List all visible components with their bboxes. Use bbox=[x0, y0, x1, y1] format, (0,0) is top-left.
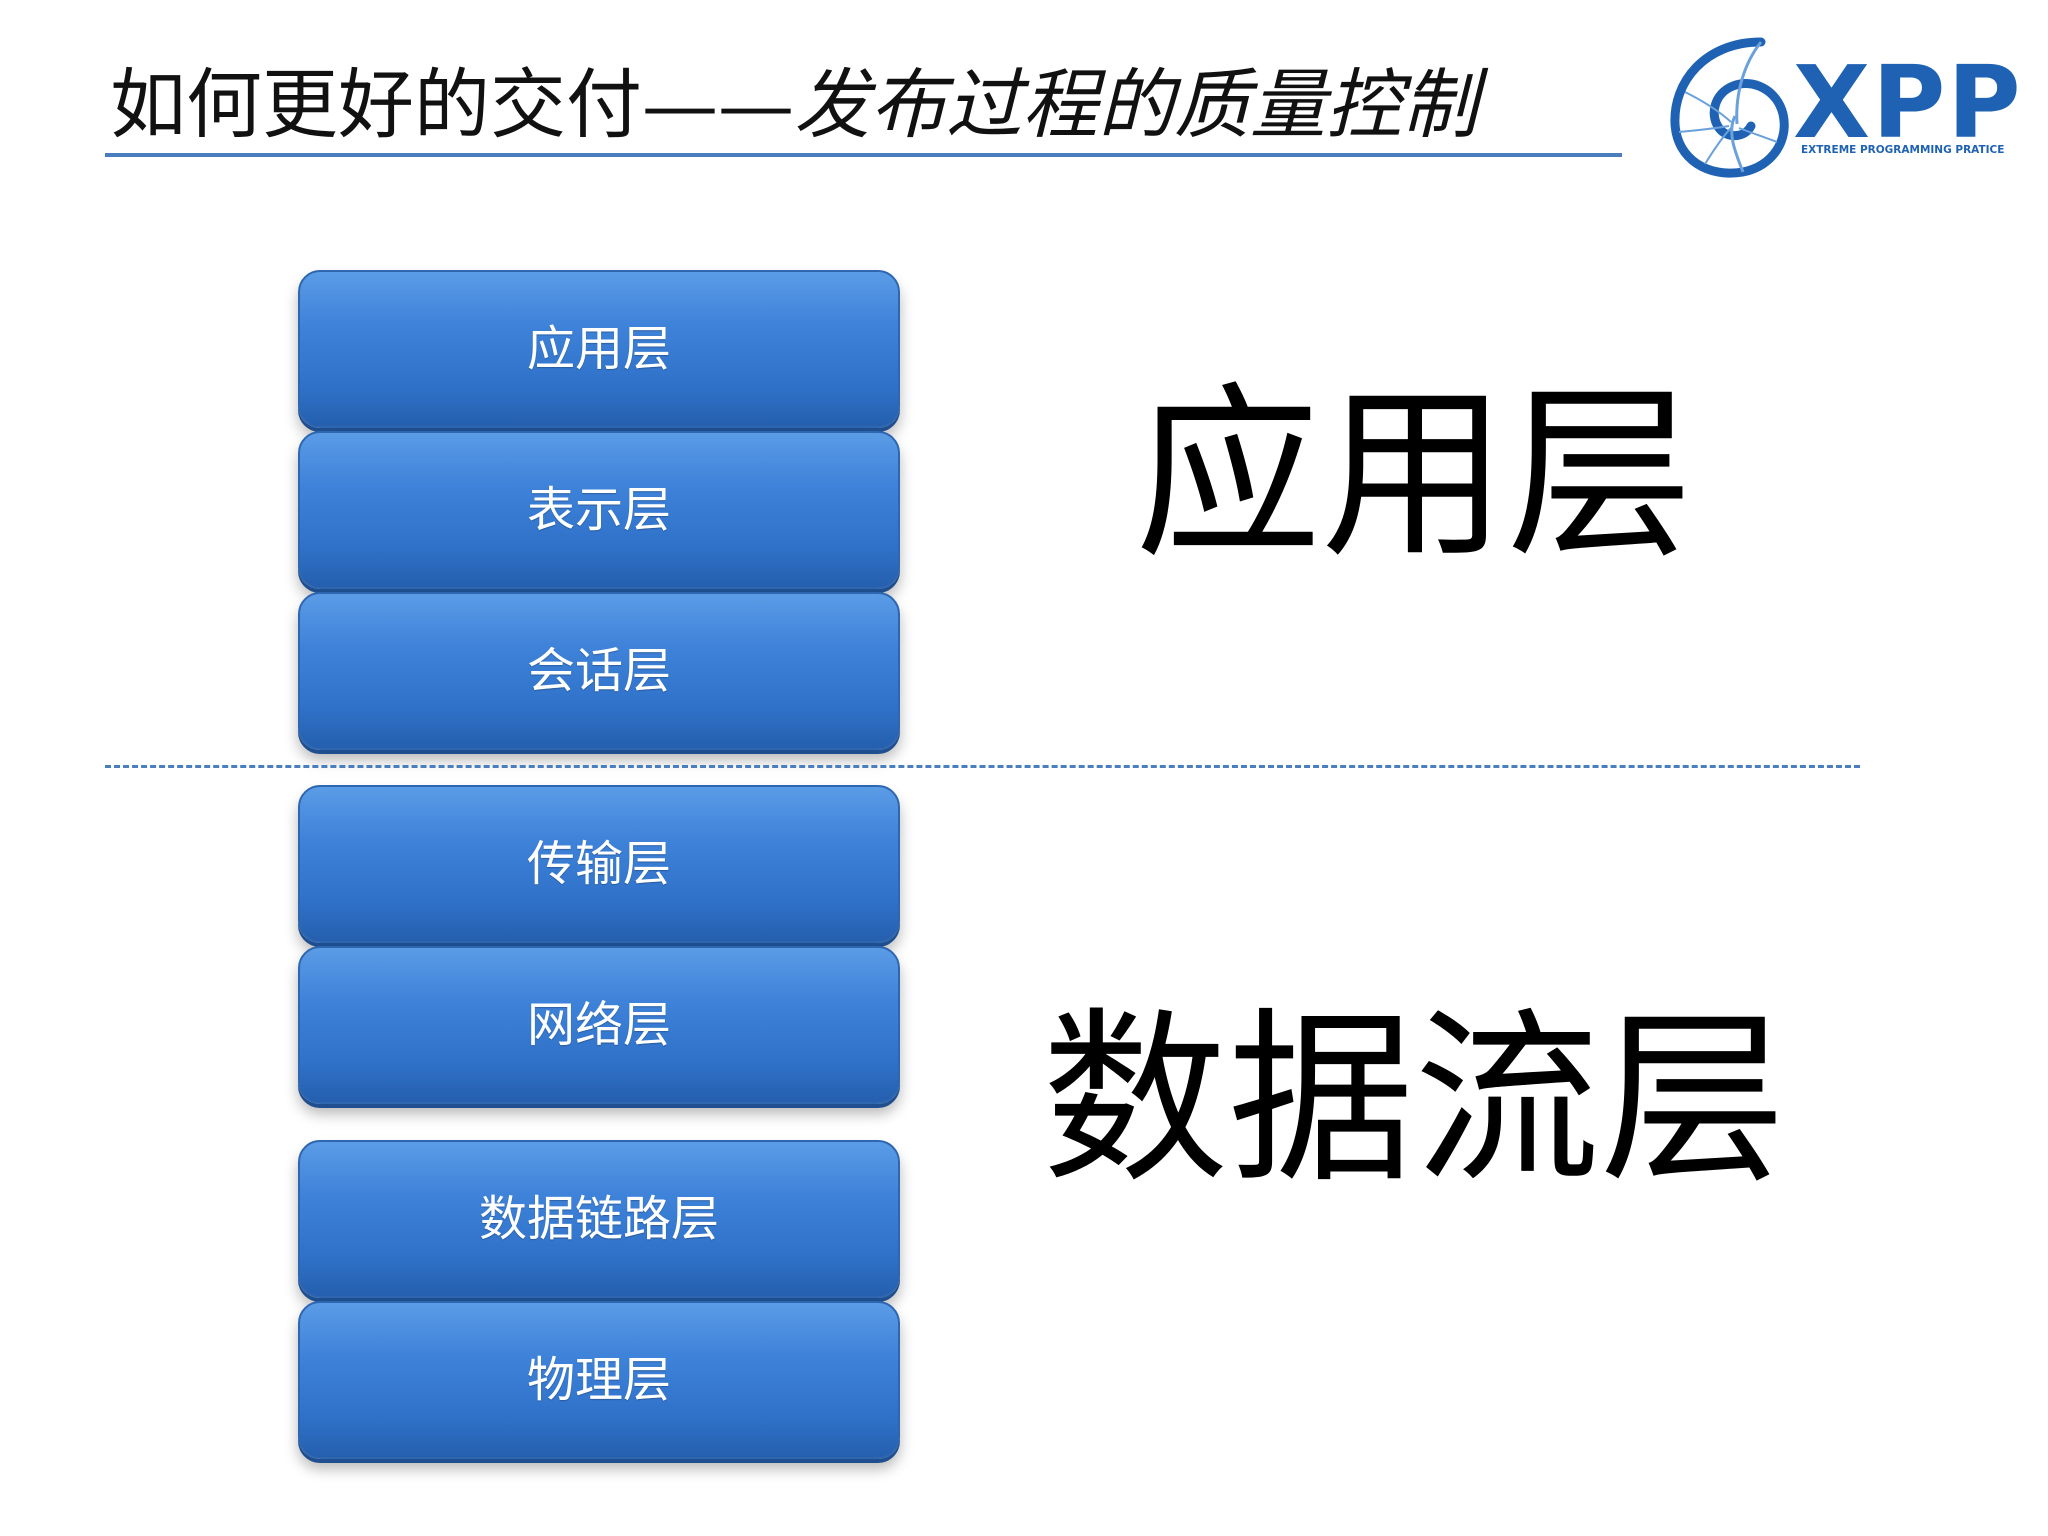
layer-block-network: 网络层 bbox=[298, 946, 900, 1104]
logo-tagline: EXTREME PROGRAMMING PRATICE bbox=[1801, 144, 2005, 156]
nautilus-shell-icon bbox=[1670, 37, 1789, 178]
group-label-application: 应用层 bbox=[1135, 366, 1694, 583]
layer-block-application: 应用层 bbox=[298, 270, 900, 428]
xpp-logo: XPP EXTREME PROGRAMMING PRATICE bbox=[1665, 28, 2023, 178]
logo-wordmark: XPP bbox=[1793, 44, 2023, 161]
slide-title-main: 如何更好的交付—— bbox=[110, 60, 794, 149]
slide-title-subtitle: 发布过程的质量控制 bbox=[794, 60, 1478, 149]
layer-label: 数据链路层 bbox=[478, 1191, 719, 1247]
title-underline bbox=[105, 153, 1622, 157]
layer-block-data-link: 数据链路层 bbox=[298, 1140, 900, 1298]
layer-label: 应用层 bbox=[526, 321, 671, 377]
layer-label: 表示层 bbox=[526, 482, 671, 538]
layer-label: 网络层 bbox=[526, 997, 671, 1053]
group-separator bbox=[105, 765, 1860, 768]
layer-block-physical: 物理层 bbox=[298, 1301, 900, 1459]
layer-label: 传输层 bbox=[526, 836, 671, 892]
group-label-data-flow: 数据流层 bbox=[1042, 991, 1787, 1208]
slide-title: 如何更好的交付——发布过程的质量控制 bbox=[110, 60, 1478, 150]
layer-block-transport: 传输层 bbox=[298, 785, 900, 943]
layer-block-session: 会话层 bbox=[298, 592, 900, 750]
layer-label: 物理层 bbox=[526, 1352, 671, 1408]
layer-block-presentation: 表示层 bbox=[298, 431, 900, 589]
layer-label: 会话层 bbox=[526, 643, 671, 699]
